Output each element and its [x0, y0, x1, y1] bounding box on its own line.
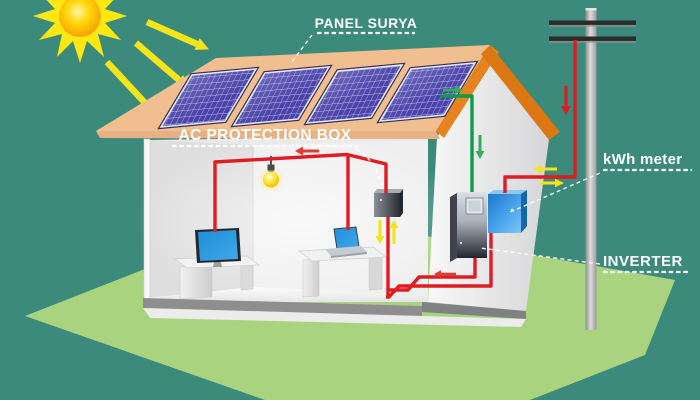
desk-left	[174, 228, 260, 300]
desk-right	[298, 226, 387, 298]
laptop-icon	[325, 226, 367, 258]
roof-trim-near	[436, 45, 499, 138]
foundation	[143, 308, 526, 327]
ac-protection-box-device	[374, 189, 403, 217]
plinth-gable	[422, 302, 526, 319]
sun-icon	[33, 0, 127, 63]
red-left-arrow-interior	[295, 146, 319, 156]
red-down-arrow-pole	[561, 86, 571, 115]
inverter-device	[450, 192, 487, 262]
panel-to-inverter-wire	[440, 94, 474, 192]
kwh-meter-label: kWh meter	[603, 151, 682, 168]
grid-drop-wire	[503, 40, 577, 193]
wall-cut-edge	[143, 138, 151, 303]
flow-arrows	[295, 85, 571, 278]
solar-panel	[230, 64, 333, 128]
yellow-down-arrow-acbox	[375, 220, 385, 244]
inverter-label: INVERTER	[603, 253, 683, 270]
plinth-front	[143, 298, 422, 316]
yellow-right-arrow-grid	[540, 178, 564, 188]
red-ac-wire	[213, 40, 577, 299]
red-left-arrow-exterior	[434, 270, 456, 278]
solar-panel	[376, 60, 479, 124]
solar-panel	[303, 62, 406, 126]
solar-panel	[157, 66, 260, 130]
panel-surya-pointer-line	[290, 34, 313, 64]
panel-surya-label: PANEL SURYA	[315, 15, 418, 31]
inverter-out-wire	[389, 258, 477, 292]
kwh-meter-device	[488, 190, 527, 233]
utility-pole	[549, 8, 636, 330]
power-line-crossarm	[549, 20, 636, 43]
green-right-arrow	[443, 85, 463, 95]
monitor-icon	[195, 228, 241, 267]
inverter-pointer-line	[479, 247, 601, 265]
light-bulb-icon	[257, 156, 285, 194]
ac-protection-box-pointer-line	[355, 148, 385, 190]
callouts: PANEL SURYA AC PROTECTION BOX kWh meter …	[172, 15, 692, 274]
green-down-arrow	[475, 135, 485, 159]
interior-ceiling-wire	[213, 152, 388, 232]
green-dc-wire	[440, 94, 474, 192]
sun-ray-arrow	[145, 19, 209, 50]
kwh-meter-pointer-line	[507, 172, 601, 214]
roof-fascia	[96, 131, 440, 139]
yellow-left-arrow-grid	[533, 164, 557, 174]
yellow-up-arrow-acbox	[389, 220, 399, 244]
ac-protection-box-label: AC PROTECTION BOX	[178, 127, 351, 144]
roof-trim-far	[481, 45, 560, 140]
solar-panel-array	[157, 60, 479, 130]
